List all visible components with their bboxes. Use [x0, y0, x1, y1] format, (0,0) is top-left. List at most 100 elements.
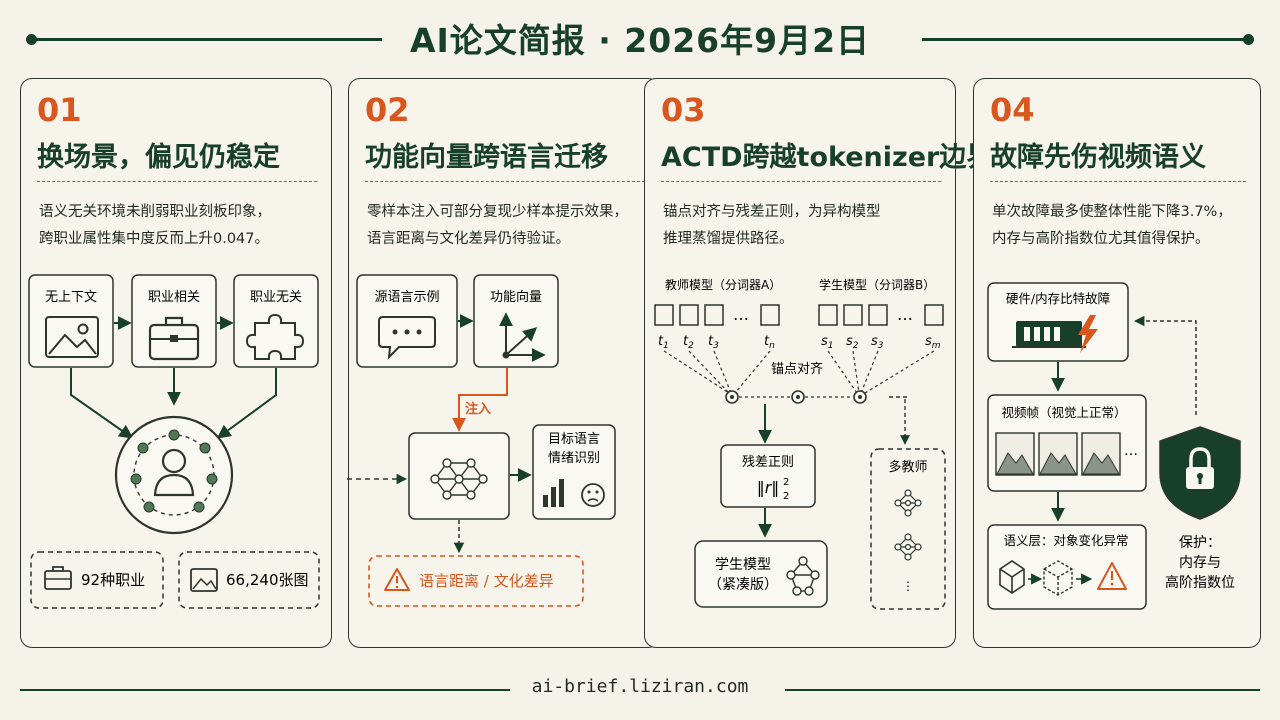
lightning-icon [1078, 315, 1099, 354]
protect-label: 保护： [1179, 535, 1221, 551]
card-title: 功能向量跨语言迁移 [365, 142, 608, 173]
sad-face-icon [581, 483, 606, 508]
card-title: ACTD跨越tokenizer边界 [661, 142, 994, 173]
box-label: 无上下文 [45, 290, 97, 305]
card-description: 单次故障最多使整体性能下降3.7%， 内存与高阶指数位尤其值得保护。 [992, 199, 1278, 253]
anchor-label: 锚点对齐 [771, 361, 823, 377]
desc-line-2: 语言距离与文化差异仍待验证。 [367, 231, 570, 247]
card-1-diagram: 无上下文 职业相关 职业无关 [28, 274, 321, 610]
alignment-lines [664, 350, 935, 399]
dashed-cube-icon [1043, 560, 1074, 597]
inject-label: 注入 [465, 401, 491, 417]
anchor-points [725, 390, 868, 405]
image-icon [45, 316, 100, 359]
footer-left-rule [20, 689, 510, 691]
desc-line-2: 内存与高阶指数位尤其值得保护。 [992, 231, 1210, 247]
norm-sub: 2 [783, 491, 789, 502]
card-description: 零样本注入可部分复现少样本提示效果， 语言距离与文化差异仍待验证。 [367, 199, 653, 253]
header-left-dot [26, 34, 37, 45]
desc-line-1: 单次故障最多使整体性能下降3.7%， [992, 204, 1232, 220]
context-box-none: 无上下文 [28, 274, 115, 369]
student-tokens [818, 304, 945, 327]
hardware-fault-box: 硬件/内存比特故障 [987, 282, 1130, 363]
card-number: 04 [990, 91, 1035, 129]
stat-images: 66,240张图 [178, 551, 321, 610]
desc-line-2: 跨职业属性集中度反而上升0.047。 [39, 231, 270, 247]
box-label: （紧凑版） [708, 576, 778, 593]
box-label: 职业相关 [148, 290, 200, 305]
norm-sup: 2 [783, 477, 789, 488]
teacher-network-icons [894, 489, 923, 562]
frame-thumbnails: … [995, 432, 1138, 477]
box-label: 职业无关 [250, 290, 302, 305]
stat-label: 92种职业 [81, 571, 145, 589]
norm-formula: ‖r‖ [757, 478, 780, 497]
divider [37, 181, 317, 182]
box-label: 源语言示例 [375, 290, 440, 305]
svg-text:t1: t1 [658, 334, 669, 351]
context-box-related: 职业相关 [131, 274, 218, 369]
svg-text:…: … [1124, 443, 1138, 459]
card-number: 02 [365, 91, 410, 129]
student-label: 学生模型（分词器B） [819, 277, 935, 292]
warning-icon [384, 568, 411, 592]
desc-line-2: 推理蒸馏提供路径。 [663, 231, 794, 247]
divider [661, 181, 941, 182]
card-title: 故障先伤视频语义 [990, 142, 1206, 173]
source-examples-box: 源语言示例 [356, 274, 459, 369]
multi-teacher-box: 多教师 ⋮ [870, 448, 947, 611]
box-label: 目标语言 [548, 432, 600, 447]
svg-text:tn: tn [764, 334, 775, 351]
chat-bubble-icon [378, 316, 437, 361]
card-description: 锚点对齐与残差正则，为异构模型 推理蒸馏提供路径。 [663, 199, 949, 253]
box-label: 视频帧（视觉上正常） [1002, 405, 1127, 420]
header-right-dot [1243, 34, 1254, 45]
box-label: 多教师 [889, 459, 928, 475]
student-compact-box: 学生模型 （紧凑版） [694, 540, 829, 609]
stat-occupations: 92种职业 [30, 551, 165, 610]
teacher-label: 教师模型（分词器A） [665, 277, 781, 292]
target-task-box: 目标语言 情绪识别 [532, 424, 617, 521]
box-label: 硬件/内存比特故障 [1006, 291, 1110, 306]
svg-text:s2: s2 [846, 334, 859, 351]
residual-reg-box: 残差正则 ‖r‖ 2 2 [720, 444, 817, 509]
function-vector-box: 功能向量 [473, 274, 560, 369]
stat-label: 66,240张图 [226, 571, 309, 589]
header-right-rule [922, 38, 1248, 41]
protect-label: 高阶指数位 [1165, 574, 1235, 591]
ellipsis: … [733, 305, 749, 324]
card-3-diagram: 教师模型（分词器A） 学生模型（分词器B） … … t1 t2 t3 tn s1… [654, 277, 947, 611]
divider [365, 181, 645, 182]
desc-line-1: 语义无关环境未削弱职业刻板印象， [39, 204, 271, 220]
protect-label: 内存与 [1179, 555, 1221, 571]
header-left-rule [32, 38, 382, 41]
context-box-unrelated: 职业无关 [233, 274, 320, 369]
card-fault-video: 04 故障先伤视频语义 单次故障最多使整体性能下降3.7%， 内存与高阶指数位尤… [973, 78, 1261, 648]
token-labels: t1 t2 t3 tn s1 s2 s3 sm [658, 334, 941, 351]
shield-lock-icon [1159, 426, 1242, 521]
svg-text:s1: s1 [821, 334, 834, 351]
card-number: 03 [661, 91, 706, 129]
warning-box: 语言距离 / 文化差异 [368, 555, 585, 608]
semantic-layer-box: 语义层：对象变化异常 [987, 524, 1148, 611]
card-number: 01 [37, 91, 82, 129]
person-cluster-icon [115, 416, 234, 535]
warning-icon [1097, 562, 1128, 591]
box-label: 情绪识别 [548, 451, 600, 466]
video-frames-box: 视频帧（视觉上正常） … [987, 394, 1148, 493]
card-stereotype: 01 换场景，偏见仍稳定 语义无关环境未削弱职业刻板印象， 跨职业属性集中度反而… [20, 78, 332, 648]
card-function-vector: 02 功能向量跨语言迁移 零样本注入可部分复现少样本提示效果， 语言距离与文化差… [347, 78, 660, 648]
svg-text:t3: t3 [708, 334, 719, 351]
card-4-diagram: 硬件/内存比特故障 视频帧（视觉上正常） … [987, 282, 1242, 611]
cube-icon [999, 560, 1026, 595]
bar-chart-icon [543, 479, 565, 508]
svg-text:sm: sm [925, 334, 941, 351]
puzzle-icon [246, 314, 305, 361]
briefcase-icon [149, 317, 200, 361]
warning-label: 语言距离 / 文化差异 [419, 572, 554, 590]
divider [990, 181, 1246, 182]
header: AI论文简报 · 2026年9月2日 [0, 0, 1280, 78]
vertical-ellipsis: ⋮ [902, 579, 914, 593]
card-actd: 03 ACTD跨越tokenizer边界 锚点对齐与残差正则，为异构模型 推理蒸… [644, 78, 993, 648]
memory-chip-icon [1012, 321, 1087, 349]
